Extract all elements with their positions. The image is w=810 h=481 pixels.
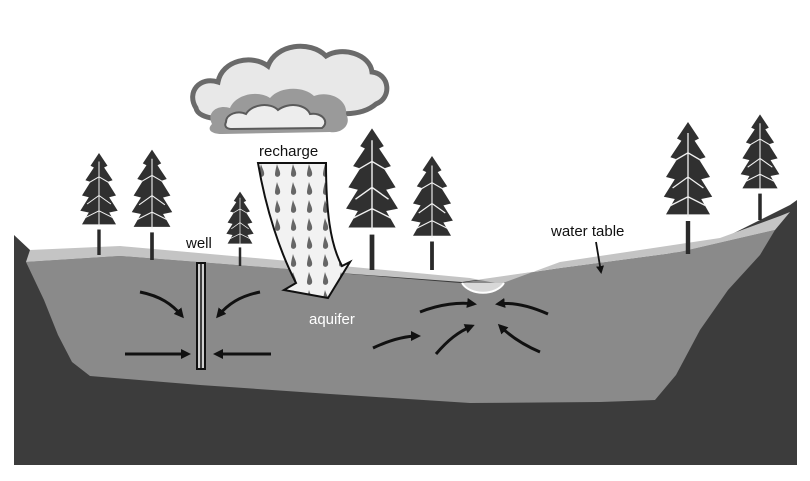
aquifer-layer <box>26 230 775 403</box>
flow-arrow-icon <box>497 323 541 354</box>
flow-arrow-icon <box>434 324 475 355</box>
tree-icon <box>225 191 255 267</box>
aquifer-label: aquifer <box>309 311 355 328</box>
recharge-label: recharge <box>259 143 318 160</box>
water-table-label: water table <box>550 223 624 240</box>
flow-arrow-icon <box>139 290 184 319</box>
cloud-icon <box>190 43 390 134</box>
flow-arrow-icon <box>372 331 421 350</box>
tree-icon <box>345 127 399 271</box>
tree-icon <box>79 152 119 256</box>
stream <box>461 282 505 294</box>
tree-icon <box>410 155 454 271</box>
flow-arrow-icon <box>216 290 261 319</box>
rain-drop-icon <box>256 162 353 300</box>
tree-icon <box>131 149 173 261</box>
flow-arrow-icon <box>495 298 549 316</box>
tree-icon <box>663 121 713 255</box>
tree-icon <box>740 113 780 221</box>
water-table-pointer <box>595 241 604 274</box>
flow-arrow-icon <box>419 298 477 314</box>
well-label: well <box>185 235 212 252</box>
